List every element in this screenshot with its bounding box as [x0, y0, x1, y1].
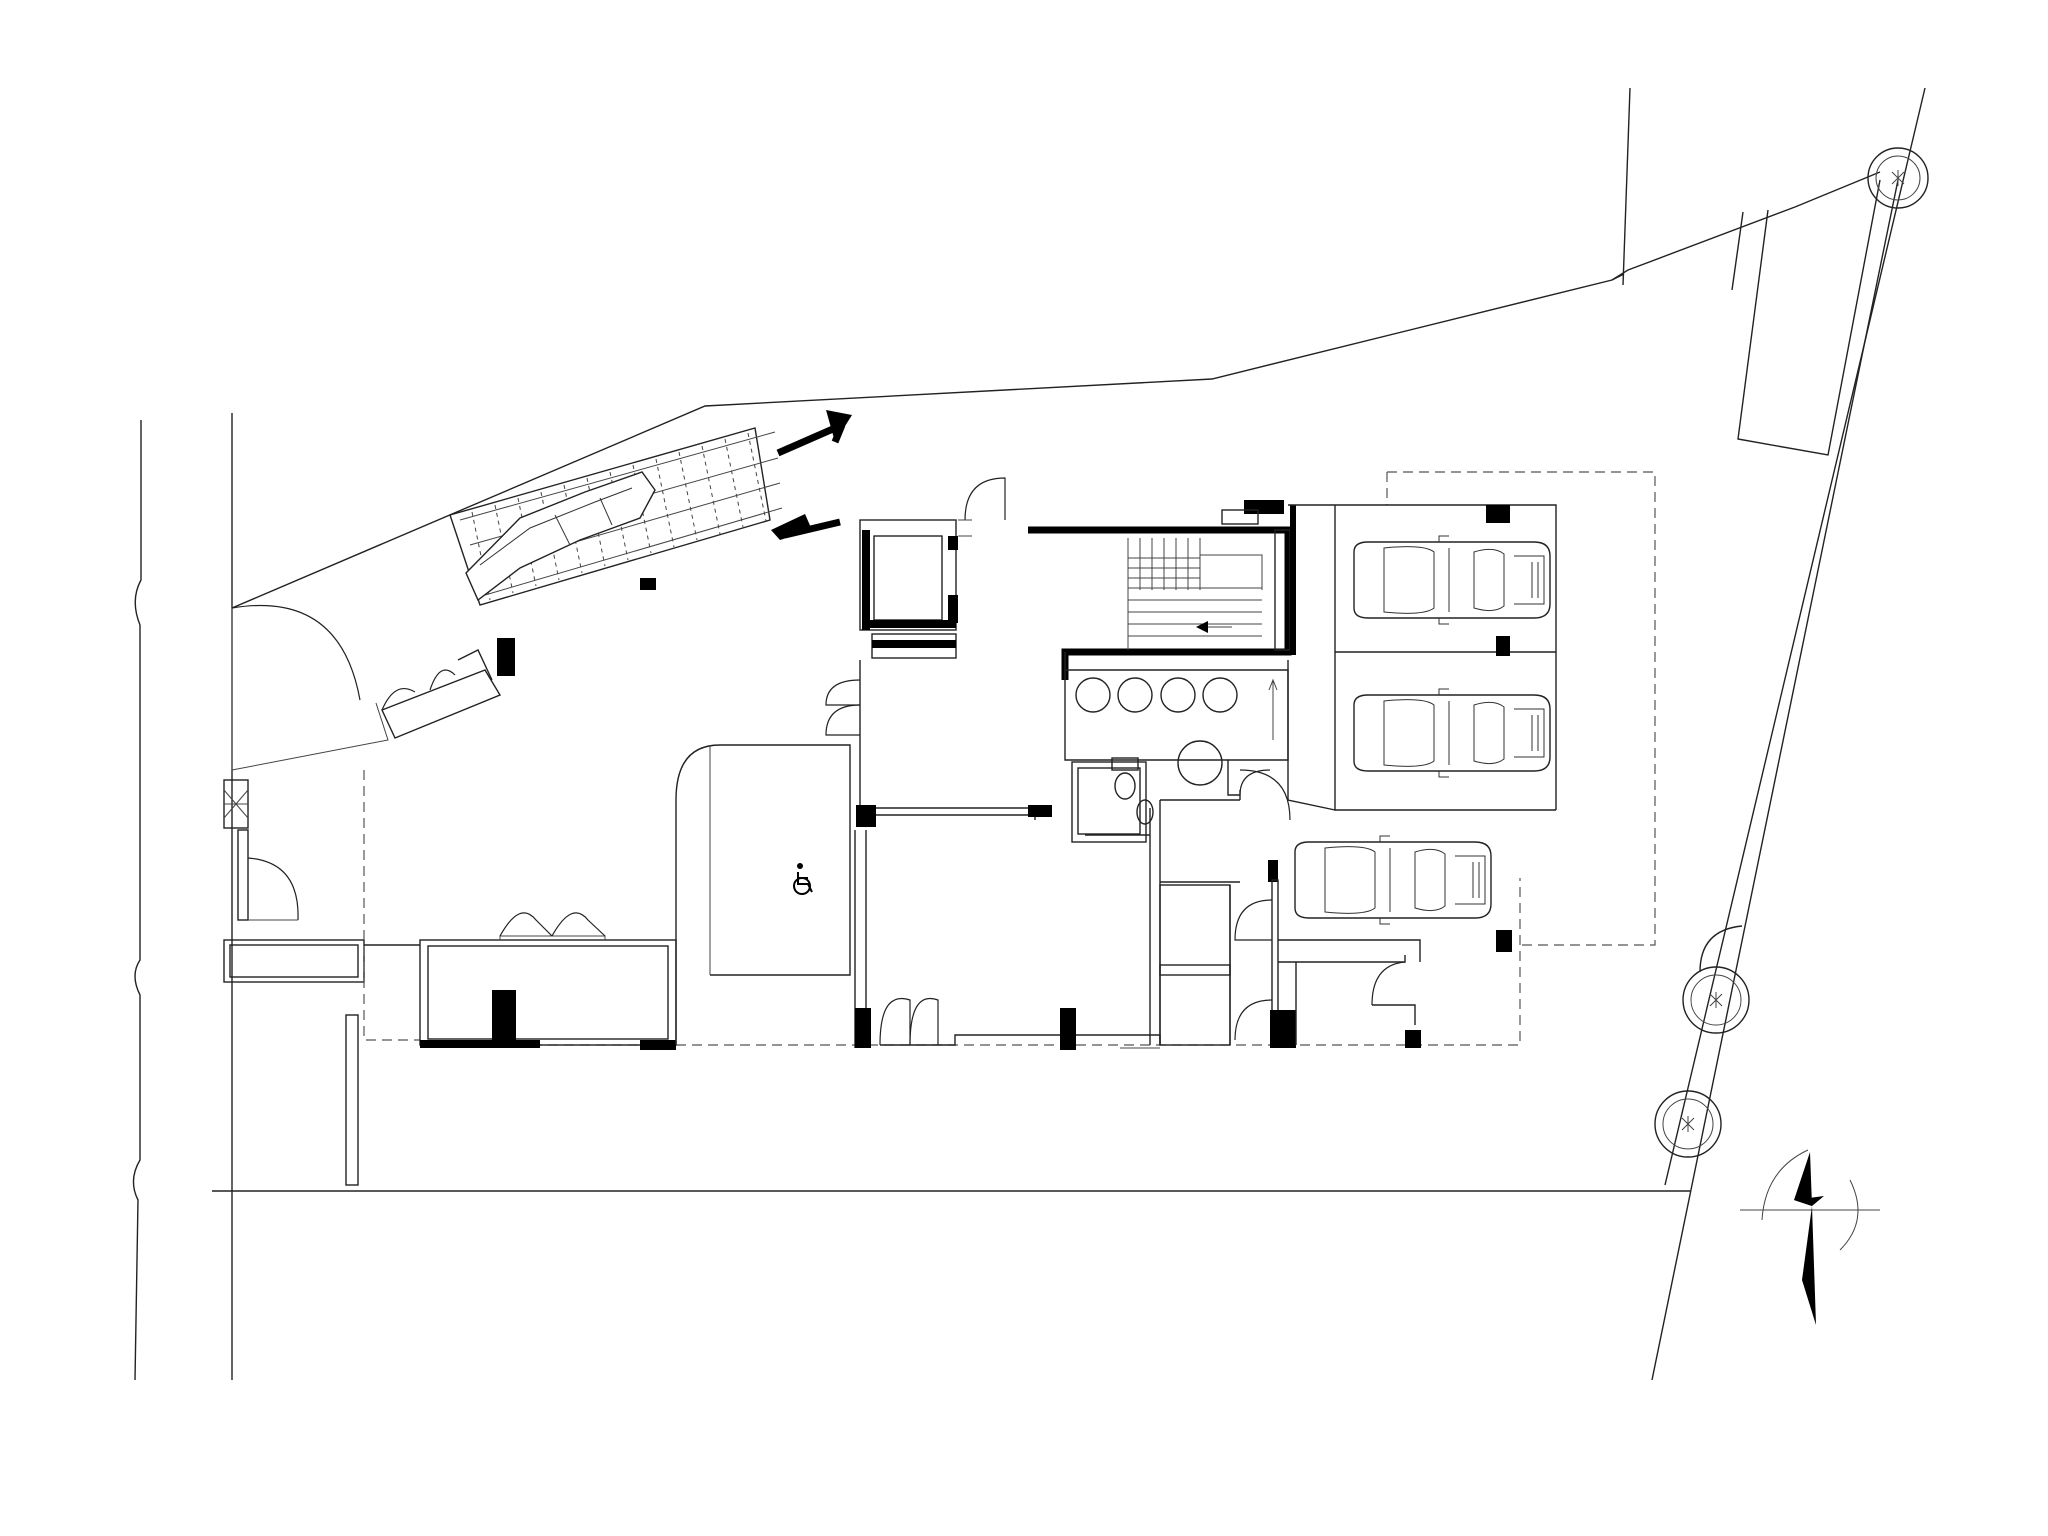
- tree-icon: [1867, 147, 1929, 209]
- car-icon: [1294, 835, 1492, 925]
- ramp-gate: [231, 514, 812, 770]
- stair: [1028, 500, 1296, 680]
- car-icon: [1353, 688, 1551, 778]
- ramp-car: [465, 471, 656, 602]
- gate-house: [223, 779, 365, 1186]
- lift-core: [784, 477, 1006, 820]
- tree-side-arc: [1699, 925, 1743, 973]
- site-boundaries: [132, 87, 1926, 1381]
- tree-icon: [1682, 966, 1750, 1034]
- wheelchair-icon: [793, 863, 813, 895]
- roof-outline: [363, 471, 1656, 1046]
- columns-room: [1064, 652, 1289, 796]
- parking-bays: [1239, 504, 1557, 1048]
- entry-arrow-icon: [776, 410, 852, 457]
- left-wing: [364, 912, 677, 1050]
- wc: [1071, 757, 1154, 843]
- storage-units: [1159, 769, 1279, 1046]
- tree-icon: [1654, 1090, 1722, 1158]
- parking-ramp: [449, 410, 852, 606]
- accessible-ramp-area: [675, 744, 851, 1045]
- north-arrow-icon: [1740, 1149, 1880, 1325]
- car-icon: [1353, 535, 1551, 625]
